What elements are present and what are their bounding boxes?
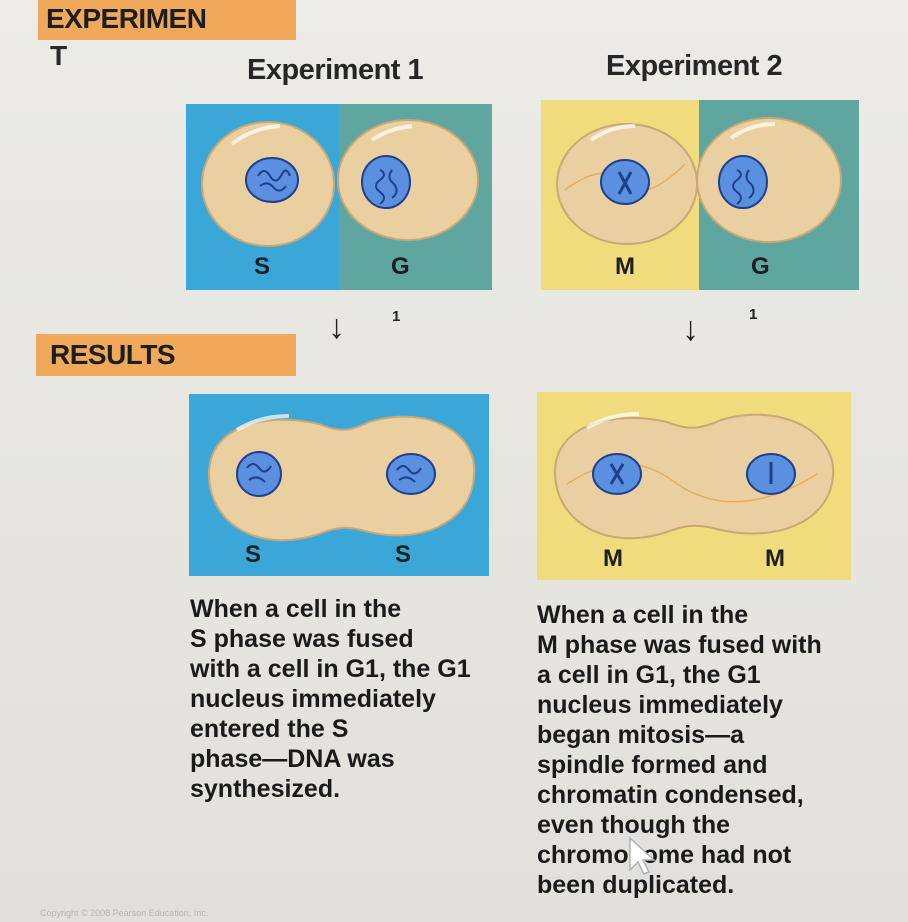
experiment-1-before-panel: S G xyxy=(186,104,492,290)
caption-line: S phase was fused xyxy=(190,625,414,653)
exp2-g1-subscript: 1 xyxy=(749,306,758,323)
exp2-before-m-label: M xyxy=(615,253,635,280)
experiment-tag: EXPERIMEN xyxy=(38,0,296,40)
exp1-g1-subscript: 1 xyxy=(392,308,401,325)
fused-cell-exp1 xyxy=(207,415,476,542)
experiment-1-after-panel: S S xyxy=(189,394,489,576)
results-tag-text: RESULTS xyxy=(50,339,176,370)
caption-line: a cell in G1, the G1 xyxy=(537,661,761,689)
exp1-down-arrow-icon: ↓ xyxy=(328,308,345,346)
caption-line: When a cell in the xyxy=(537,601,749,629)
exp1-before-s-label: S xyxy=(254,253,270,280)
mouse-cursor-icon xyxy=(629,836,656,875)
caption-line: entered the S xyxy=(190,715,349,743)
fused-left-nucleus xyxy=(236,451,282,497)
caption-line: been duplicated. xyxy=(537,871,735,899)
exp1-before-g-label: G xyxy=(391,253,410,280)
experiment-2-before-panel: M G xyxy=(541,100,859,290)
results-tag: RESULTS xyxy=(36,334,296,376)
experiment-2-after-panel: M M xyxy=(537,392,851,580)
caption-line: even though the xyxy=(537,811,731,839)
experiment-1-title: Experiment 1 xyxy=(247,54,424,86)
exp2-after-left-m-label: M xyxy=(603,545,623,572)
caption-line: phase—DNA was xyxy=(190,745,395,773)
exp1-after-right-s-label: S xyxy=(395,541,411,568)
exp2-after-right-m-label: M xyxy=(765,545,785,572)
experiment-tag-wrapped-text: T xyxy=(50,40,68,71)
exp2-before-g-label: G xyxy=(751,253,770,280)
fused-right-nucleus xyxy=(386,453,436,495)
caption-line: M phase was fused with xyxy=(537,631,822,659)
caption-line: spindle formed and xyxy=(537,751,768,779)
experiment-1-caption: When a cell in the S phase was fused wit… xyxy=(190,594,520,804)
exp1-after-left-s-label: S xyxy=(245,541,261,568)
g1-phase-cell-exp2 xyxy=(696,117,842,243)
caption-line: nucleus immediately xyxy=(190,685,436,713)
experiment-tag-text: EXPERIMEN xyxy=(46,3,207,34)
caption-line: synthesized. xyxy=(190,775,341,803)
fused-cell-exp2 xyxy=(553,413,835,540)
caption-line: chromatin condensed, xyxy=(537,781,804,809)
caption-line: began mitosis—a xyxy=(537,721,744,749)
experiment-2-title: Experiment 2 xyxy=(606,50,783,82)
experiment-2-caption: When a cell in the M phase was fused wit… xyxy=(537,600,887,900)
g1-phase-nucleus xyxy=(361,155,411,209)
copyright-notice: Copyright © 2008 Pearson Education, Inc. xyxy=(40,908,209,918)
caption-line: nucleus immediately xyxy=(537,691,783,719)
caption-line: When a cell in the xyxy=(190,595,402,623)
caption-line: with a cell in G1, the G1 xyxy=(190,655,471,683)
g1-phase-nucleus-exp2 xyxy=(718,155,768,209)
caption-line: chromosome had not xyxy=(537,841,792,869)
exp2-down-arrow-icon: ↓ xyxy=(682,310,699,348)
